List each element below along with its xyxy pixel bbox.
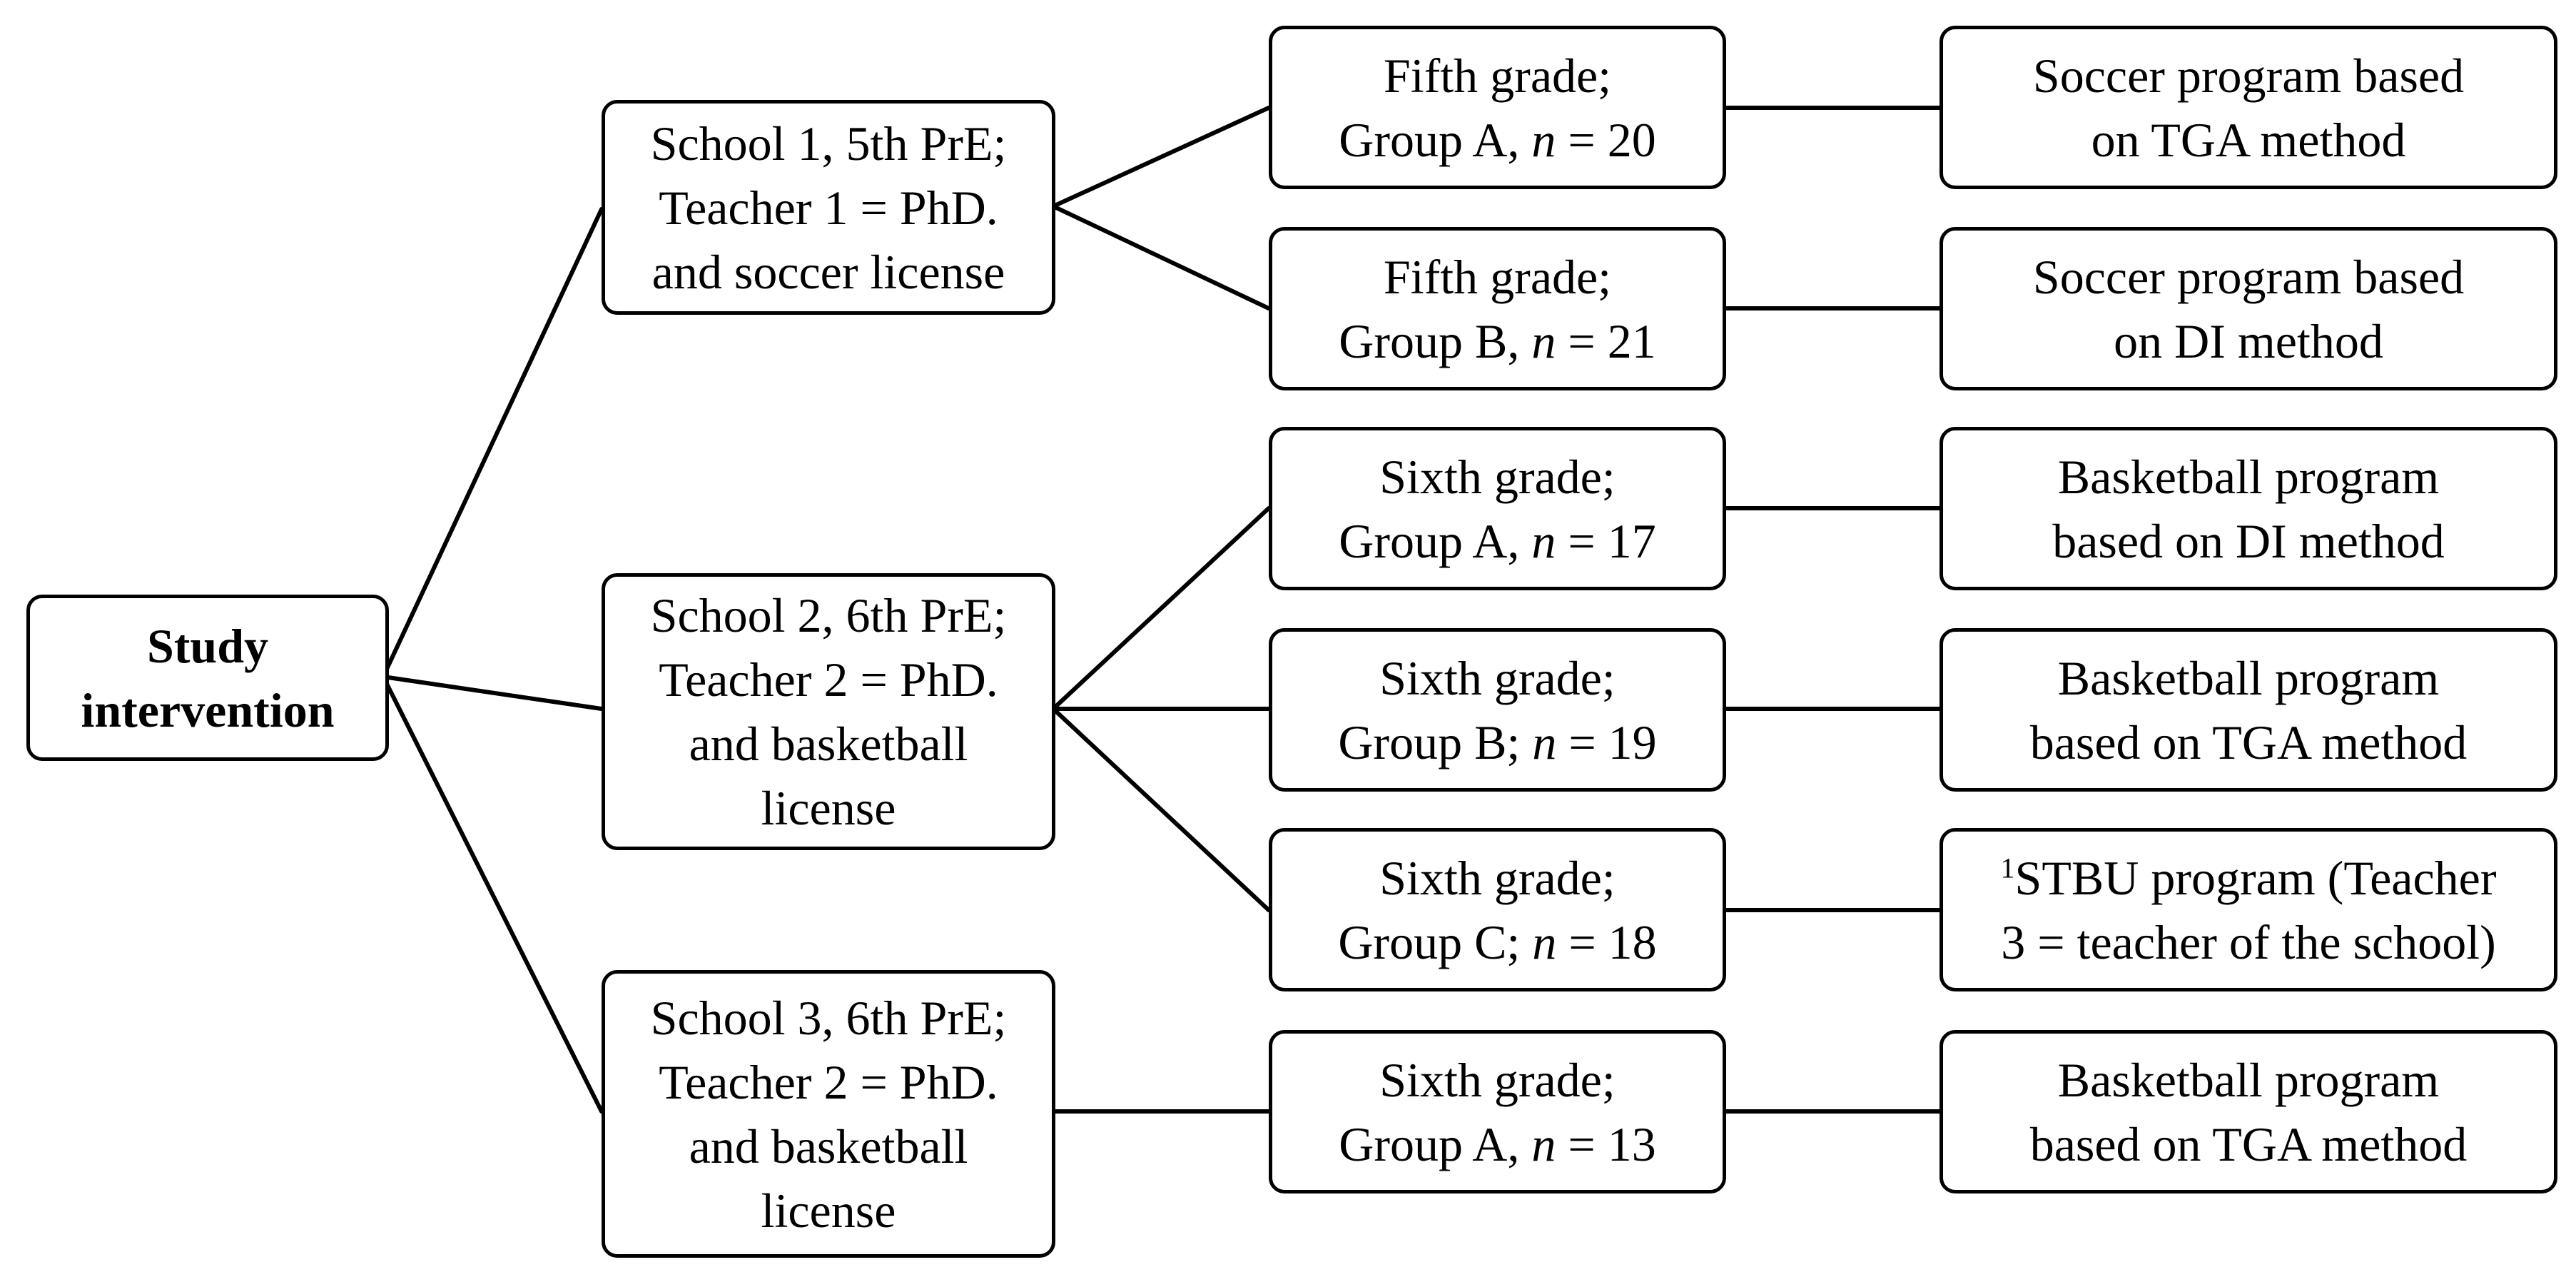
- program-2-line-1-text: Soccer program based: [2032, 249, 2465, 304]
- program-6-line-1-text: Basketball program: [2057, 1052, 2440, 1107]
- program-node-6: Basketball program based on TGA method: [1939, 1030, 2557, 1193]
- group-node-6: Sixth grade; Group A, n = 13: [1269, 1030, 1726, 1193]
- group-5-grade: Sixth grade;: [1379, 850, 1616, 905]
- group-6-grade: Sixth grade;: [1379, 1052, 1616, 1107]
- school-2-line-3: and basketball: [689, 717, 968, 771]
- connector-school-2-group-5: [1051, 707, 1271, 912]
- group-node-5: Sixth grade; Group C; n = 18: [1269, 828, 1726, 991]
- connector-school-1-group-1: [1051, 106, 1271, 208]
- school-1-line-2: Teacher 1 = PhD.: [659, 180, 998, 235]
- school-2-line-4: license: [761, 781, 896, 835]
- group-2-name: Group B,: [1339, 313, 1532, 368]
- school-2-line-2: Teacher 2 = PhD.: [659, 652, 998, 707]
- connector-root-school-3: [381, 675, 604, 1114]
- school-3-line-1: School 3, 6th PrE;: [650, 990, 1007, 1045]
- group-4-n-value: = 19: [1556, 715, 1657, 769]
- group-4-label: Group B; n = 19: [1338, 710, 1656, 774]
- program-node-4: Basketball program based on TGA method: [1939, 628, 2557, 792]
- program-2-line-2: on DI method: [2114, 313, 2383, 368]
- group-6-name: Group A,: [1339, 1116, 1532, 1171]
- school-node-2: School 2, 6th PrE; Teacher 2 = PhD. and …: [602, 573, 1055, 850]
- group-4-grade: Sixth grade;: [1379, 650, 1616, 705]
- group-3-label: Group A, n = 17: [1339, 509, 1655, 573]
- group-4-name: Group B;: [1338, 715, 1533, 769]
- program-5-line-1-text: STBU program (Teacher: [2014, 850, 2497, 905]
- group-node-1: Fifth grade; Group A, n = 20: [1269, 26, 1726, 189]
- program-1-line-2: on TGA method: [2091, 112, 2406, 167]
- root-line-1: Study: [146, 618, 269, 673]
- group-5-label: Group C; n = 18: [1338, 910, 1656, 974]
- root-line-2: intervention: [81, 682, 335, 737]
- school-3-line-3: and basketball: [689, 1119, 968, 1174]
- group-node-2: Fifth grade; Group B, n = 21: [1269, 227, 1726, 390]
- group-4-n-symbol: n: [1532, 715, 1557, 769]
- program-4-line-1: Basketball program: [2030, 646, 2468, 710]
- school-3-line-4: license: [761, 1183, 896, 1238]
- program-6-line-1: Basketball program: [2030, 1048, 2468, 1112]
- root-study-intervention: Study intervention: [26, 595, 389, 761]
- group-1-n-symbol: n: [1531, 112, 1556, 167]
- program-5-line-2: 3 = teacher of the school): [2001, 914, 2496, 969]
- school-node-3: School 3, 6th PrE; Teacher 2 = PhD. and …: [602, 970, 1055, 1258]
- group-2-grade: Fifth grade;: [1383, 249, 1612, 304]
- program-3-line-1-text: Basketball program: [2057, 449, 2440, 504]
- program-5-footnote: 1: [2000, 851, 2015, 884]
- group-3-n-symbol: n: [1531, 513, 1556, 568]
- group-2-label: Group B, n = 21: [1339, 309, 1655, 373]
- program-1-line-1: Soccer program based: [2033, 44, 2464, 108]
- program-3-line-2: based on DI method: [2052, 513, 2445, 568]
- group-1-n-value: = 20: [1556, 112, 1656, 167]
- group-5-n-value: = 18: [1556, 914, 1657, 969]
- connector-school-1-group-2: [1051, 204, 1271, 311]
- group-6-n-symbol: n: [1531, 1116, 1556, 1171]
- school-node-1: School 1, 5th PrE; Teacher 1 = PhD. and …: [602, 100, 1055, 315]
- school-1-line-1: School 1, 5th PrE;: [650, 116, 1007, 171]
- program-node-1: Soccer program based on TGA method: [1939, 26, 2557, 189]
- group-6-label: Group A, n = 13: [1339, 1112, 1655, 1176]
- group-2-n-value: = 21: [1556, 313, 1656, 368]
- group-3-name: Group A,: [1339, 513, 1532, 568]
- group-1-grade: Fifth grade;: [1383, 48, 1612, 103]
- connector-root-school-2: [381, 675, 604, 711]
- program-3-line-1: Basketball program: [2052, 445, 2445, 509]
- group-5-name: Group C;: [1338, 914, 1533, 969]
- program-5-line-1: 1STBU program (Teacher: [2001, 846, 2497, 910]
- group-node-3: Sixth grade; Group A, n = 17: [1269, 427, 1726, 590]
- school-1-line-3: and soccer license: [651, 244, 1005, 299]
- connector-school-2-group-3: [1051, 506, 1271, 711]
- group-5-n-symbol: n: [1532, 914, 1557, 969]
- program-6-line-2: based on TGA method: [2029, 1116, 2468, 1171]
- group-1-label: Group A, n = 20: [1339, 108, 1655, 172]
- school-3-line-2: Teacher 2 = PhD.: [659, 1054, 998, 1109]
- group-3-grade: Sixth grade;: [1379, 449, 1616, 504]
- program-node-5: 1STBU program (Teacher 3 = teacher of th…: [1939, 828, 2557, 991]
- program-4-line-2: based on TGA method: [2029, 715, 2468, 769]
- program-2-line-1: Soccer program based: [2033, 245, 2464, 309]
- program-4-line-1-text: Basketball program: [2057, 650, 2440, 705]
- group-node-4: Sixth grade; Group B; n = 19: [1269, 628, 1726, 792]
- group-6-n-value: = 13: [1556, 1116, 1656, 1171]
- connector-root-school-1: [381, 207, 604, 679]
- group-3-n-value: = 17: [1556, 513, 1656, 568]
- program-node-3: Basketball program based on DI method: [1939, 427, 2557, 590]
- program-node-2: Soccer program based on DI method: [1939, 227, 2557, 390]
- school-2-line-1: School 2, 6th PrE;: [650, 588, 1007, 642]
- group-1-name: Group A,: [1339, 112, 1532, 167]
- group-2-n-symbol: n: [1531, 313, 1556, 368]
- program-1-line-1-text: Soccer program based: [2032, 48, 2465, 103]
